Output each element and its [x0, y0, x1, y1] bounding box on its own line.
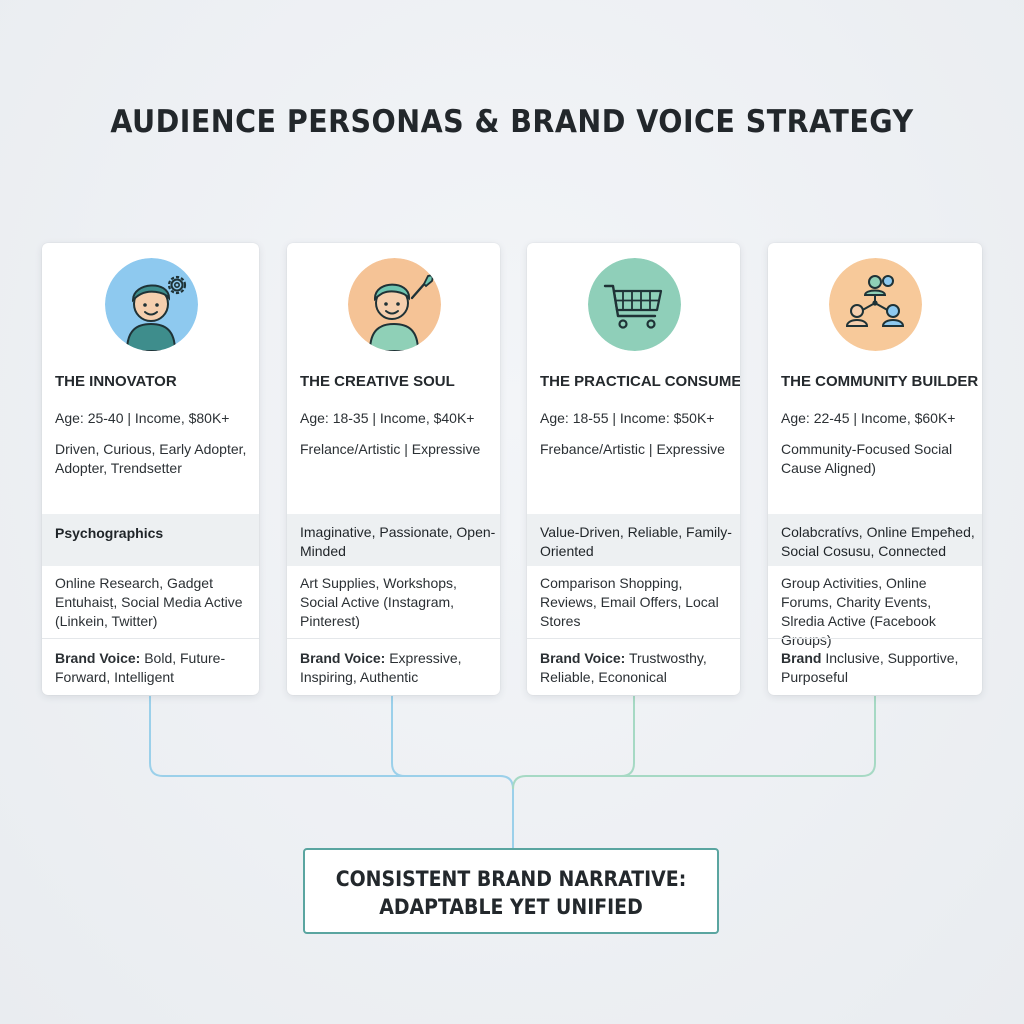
persona-demographics: Age: 22-45 | Income, $60K+: [781, 410, 956, 426]
person-paintbrush-icon: [347, 258, 441, 351]
persona-name: THE INNOVATOR: [55, 373, 177, 390]
psychographics-band: Colabcratívs, Online Empeħed, Social Cos…: [768, 514, 982, 566]
brand-voice-label: Brand Voice:: [300, 650, 386, 666]
persona-channels: Group Activities, Online Forums, Charity…: [781, 575, 936, 648]
brand-voice-text: Trustwosthy, Reliable, Econonical: [540, 650, 707, 685]
brand-voice-text: Inclusive, Supportive, Purposeful: [781, 650, 959, 685]
persona-traits: Community-Focused Social Cause Aligned): [781, 441, 953, 476]
shopping-cart-icon: [587, 258, 681, 351]
persona-traits: Frebance/Artistic | Expressive: [540, 441, 725, 457]
persona-demographics: Age: 25-40 | Income, $80K+: [55, 410, 230, 426]
divider: [287, 638, 500, 639]
persona-brand-voice: Brand Voice: Expressive, Inspiring, Auth…: [300, 649, 494, 687]
psychographics-band: Imaginative, Passionate, Open-Minded: [287, 514, 500, 566]
persona-brand-voice: Brand Inclusive, Supportive, Purposeful: [781, 649, 976, 687]
connector-creative: [391, 696, 500, 777]
connector-innovator: [149, 696, 514, 848]
persona-name: THE CREATIVE SOUL: [300, 373, 455, 390]
divider: [527, 638, 740, 639]
persona-demographics: Age: 18-35 | Income, $40K+: [300, 410, 475, 426]
page-title: AUDIENCE PERSONAS & BRAND VOICE STRATEGY: [110, 104, 914, 140]
persona-card-innovator: THE INNOVATOR Age: 25-40 | Income, $80K+…: [42, 243, 259, 695]
persona-card-community-builder: THE COMMUNITY BUILDER Age: 22-45 | Incom…: [768, 243, 982, 695]
persona-name: THE COMMUNITY BUILDER: [781, 373, 979, 390]
persona-psychographics: Value-Driven, Reliable, Family-Oriented: [540, 524, 732, 559]
divider: [768, 638, 982, 639]
persona-brand-voice: Brand Voice: Bold, Future-Forward, Intel…: [55, 649, 253, 687]
persona-card-creative-soul: THE CREATIVE SOUL Age: 18-35 | Income, $…: [287, 243, 500, 695]
persona-demographics: Age: 18-55 | Income: $50K+: [540, 410, 715, 426]
persona-psychographics: Colabcratívs, Online Empeħed, Social Cos…: [781, 524, 975, 559]
persona-channels: Online Research, Gadget Entuhaisṭ, Socia…: [55, 575, 243, 629]
connector-community: [621, 696, 876, 777]
persona-channels: Comparison Shopping, Reviews, Email Offe…: [540, 575, 719, 629]
divider: [42, 638, 259, 639]
persona-traits: Driven, Curious, Early Adopter, Adopter,…: [55, 441, 247, 476]
brand-voice-label: Brand Voice:: [55, 650, 141, 666]
persona-card-practical-consumer: THE PRACTICAL CONSUMER Age: 18-55 | Inco…: [527, 243, 740, 695]
persona-brand-voice: Brand Voice: Trustwosthy, Reliable, Econ…: [540, 649, 734, 687]
persona-psychographics: Psychographics: [55, 525, 164, 541]
psychographics-band: Psychographics: [42, 514, 259, 566]
brand-voice-label: Brand Voice:: [540, 650, 626, 666]
brand-voice-text: Bold, Future-Forward, Intelligent: [55, 650, 226, 685]
psychographics-band: Value-Driven, Reliable, Family-Oriented: [527, 514, 740, 566]
brand-voice-label: Brand: [781, 650, 822, 666]
persona-name: THE PRACTICAL CONSUMER: [540, 373, 740, 390]
persona-psychographics: Imaginative, Passionate, Open-Minded: [300, 524, 496, 559]
summary-line-2: ADAPTABLE YET UNIFIED: [379, 895, 643, 919]
person-gear-icon: [104, 258, 198, 351]
persona-channels: Art Supplies, Workshops, Social Active (…: [300, 575, 457, 629]
brand-voice-text: Expressive, Inspiring, Authentic: [300, 650, 462, 685]
community-network-icon: [829, 258, 922, 351]
persona-traits: Frelance/Artistic | Expressive: [300, 441, 481, 457]
connector-practical: [512, 696, 635, 790]
summary-line-1: CONSISTENT BRAND NARRATIVE:: [335, 867, 687, 891]
summary-box: CONSISTENT BRAND NARRATIVE: ADAPTABLE YE…: [303, 848, 719, 934]
